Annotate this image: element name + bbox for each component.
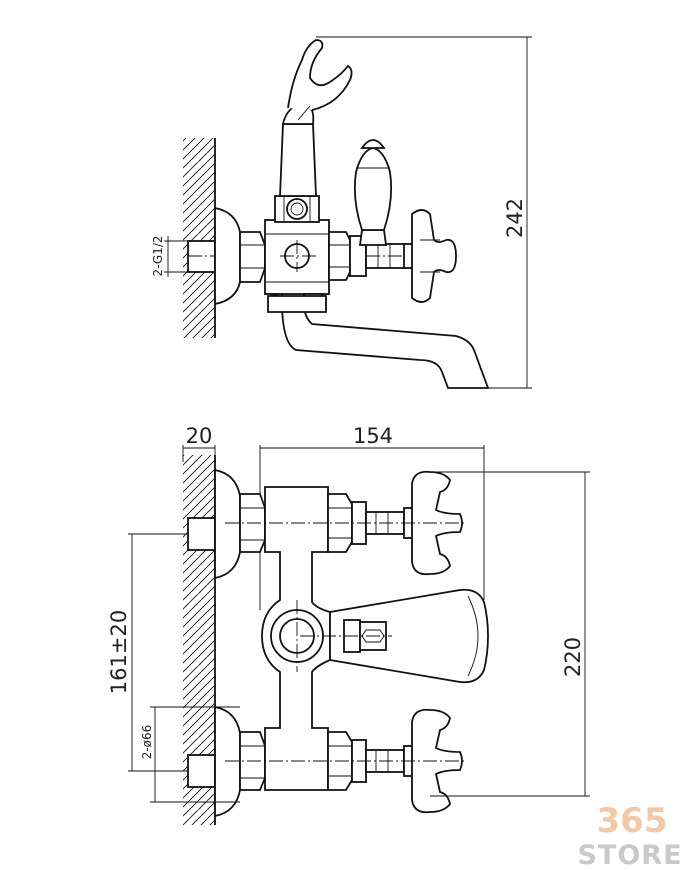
cross-handle-top bbox=[411, 209, 457, 303]
flange-top bbox=[214, 206, 241, 306]
shower-hook bbox=[287, 39, 353, 111]
valve-nut-top bbox=[328, 231, 351, 281]
side-view: 242 2-G1/2 bbox=[151, 36, 532, 389]
hex-nut-top bbox=[239, 231, 266, 283]
dim-flange-diameter: 2-ø66 bbox=[140, 725, 154, 760]
dim-thread-size: 2-G1/2 bbox=[151, 235, 165, 276]
flange-lower bbox=[214, 705, 241, 818]
front-view: 20 154 bbox=[107, 424, 590, 825]
spout-top bbox=[269, 293, 490, 389]
spout-front bbox=[329, 588, 489, 684]
shower-handle bbox=[279, 123, 317, 197]
wall-hatch-top bbox=[183, 138, 215, 338]
store-logo: 365 STORE bbox=[577, 801, 682, 870]
logo-number: 365 bbox=[597, 801, 668, 841]
dim-center-distance: 161±20 bbox=[107, 610, 131, 694]
diverter-lever bbox=[353, 147, 393, 231]
inlet-pipe-lower bbox=[187, 754, 216, 788]
dim-wall-offset: 20 bbox=[186, 424, 213, 448]
inlet-pipe-top bbox=[187, 240, 216, 273]
inlet-pipe-upper bbox=[187, 517, 216, 551]
logo-word: STORE bbox=[577, 840, 682, 870]
dim-width-total: 154 bbox=[353, 424, 393, 448]
dim-height-total: 242 bbox=[503, 198, 527, 238]
dim-height-body: 220 bbox=[561, 637, 585, 677]
flange-upper bbox=[214, 468, 241, 580]
